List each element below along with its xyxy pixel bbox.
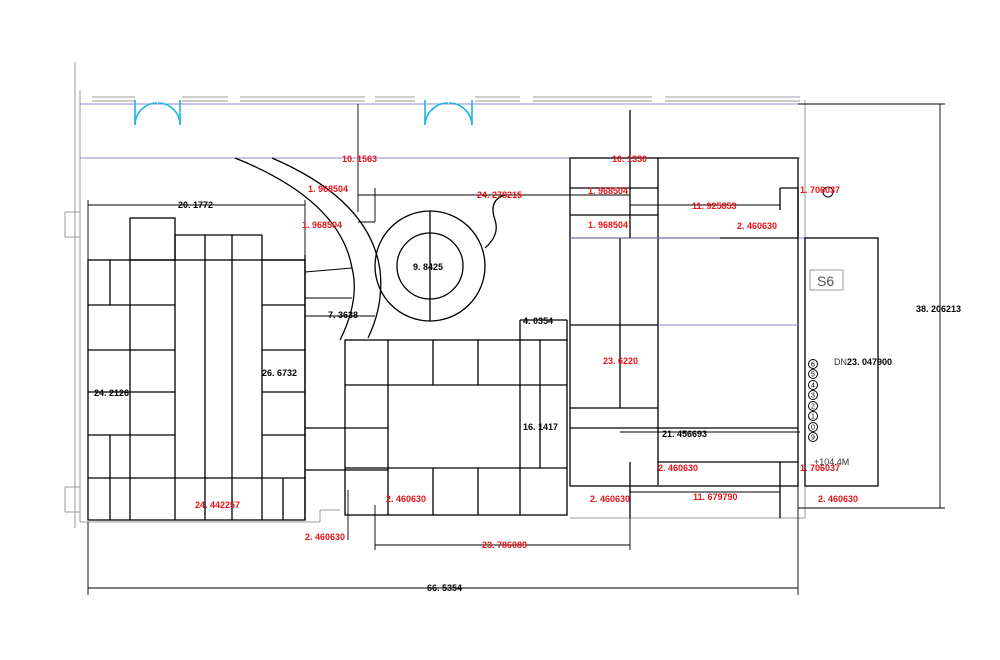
stair-box bbox=[779, 186, 879, 487]
stair-step-numbers: 6 5 4 3 2 1 0 9 bbox=[811, 362, 815, 442]
dim-left-block-width: 20. 1772 bbox=[178, 200, 213, 210]
dim-desk-height: 16. 1417 bbox=[523, 422, 558, 432]
dim-left-height: 24. 2126 bbox=[94, 388, 129, 398]
dim-room-gap-left: 2. 460630 bbox=[590, 494, 630, 504]
door-left bbox=[134, 100, 181, 126]
stair-step-number: 6 bbox=[811, 362, 815, 369]
stair-step-number: 9 bbox=[811, 435, 815, 442]
dim-corridor: 24. 278215 bbox=[477, 190, 522, 200]
stair-step-number: 1 bbox=[811, 414, 815, 421]
dim-top-room: 10. 1330 bbox=[612, 154, 647, 164]
dim-desk-offset: 4. 0354 bbox=[523, 316, 553, 326]
stair-tag: S6 bbox=[817, 273, 834, 289]
stair-step-number: 2 bbox=[811, 404, 815, 411]
stair-step-number: 4 bbox=[811, 383, 815, 390]
curved-wall bbox=[234, 157, 382, 341]
dim-stair-bottom: 1. 706037 bbox=[800, 463, 840, 473]
outer-walls bbox=[64, 62, 806, 528]
dim-stair-height: 23. 047900 bbox=[847, 357, 892, 367]
dim-stair-top: 1. 706037 bbox=[800, 185, 840, 195]
dim-room-width-bottom: 11. 679790 bbox=[693, 492, 738, 502]
dim-desk-gap: 2. 460630 bbox=[386, 494, 426, 504]
dim-room-inner-width: 21. 456693 bbox=[662, 429, 707, 439]
dim-room-gap-mid: 2. 460630 bbox=[658, 463, 698, 473]
dim-total-width: 66. 5354 bbox=[427, 583, 462, 593]
dim-top-wall: 10. 1563 bbox=[342, 154, 377, 164]
dim-room-height: 23. 6220 bbox=[603, 356, 638, 366]
dimension-lines bbox=[87, 103, 945, 595]
stair-steps bbox=[808, 359, 818, 442]
dim-room-gap-top: 2. 460630 bbox=[737, 221, 777, 231]
dim-left-inner-height: 26. 6732 bbox=[262, 368, 297, 378]
dim-room-gap-right: 2. 460630 bbox=[818, 494, 858, 504]
stair-elevation: +104.4M bbox=[814, 457, 849, 467]
left-shelving-block bbox=[87, 217, 306, 521]
dim-offset-c: 1. 968504 bbox=[302, 220, 342, 230]
dim-bottom-gap: 2. 460630 bbox=[305, 532, 345, 542]
dim-offset-a: 1. 968504 bbox=[308, 184, 348, 194]
round-table bbox=[374, 194, 506, 322]
dim-offset-d: 1. 968504 bbox=[588, 220, 628, 230]
dim-room-width-top: 11. 925853 bbox=[692, 201, 737, 211]
dim-arc-gap: 7. 3638 bbox=[328, 310, 358, 320]
dim-offset-b: 1. 968504 bbox=[588, 186, 628, 196]
center-desk-cluster bbox=[305, 319, 568, 516]
dim-table-diameter: 9. 8425 bbox=[413, 262, 443, 272]
stair-step-number: 0 bbox=[811, 425, 815, 432]
door-right bbox=[424, 100, 473, 126]
dim-left-bottom-width: 24. 442257 bbox=[195, 500, 240, 510]
stair-step-number: 3 bbox=[811, 393, 815, 400]
window-strip bbox=[80, 96, 805, 159]
stair-dn-label: DN bbox=[834, 357, 847, 367]
stair-step-number: 5 bbox=[811, 372, 815, 379]
dim-total-height: 38. 206213 bbox=[916, 304, 961, 314]
dim-bottom-span: 23. 786089 bbox=[482, 540, 527, 550]
